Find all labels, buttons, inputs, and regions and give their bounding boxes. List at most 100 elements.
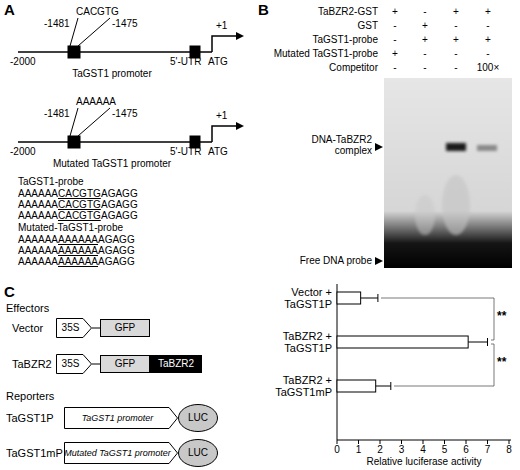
motif-label: CACGTG	[76, 6, 119, 17]
lane-condition: Competitor	[329, 62, 378, 73]
sequence-part: AAAAAA	[18, 234, 58, 245]
box-outline	[101, 320, 150, 337]
x-axis	[337, 440, 511, 441]
construct-name: TaBZR2	[12, 358, 52, 370]
promoter-schematic	[18, 18, 244, 58]
bar-chart	[337, 284, 511, 444]
node-text: LUC	[188, 448, 208, 458]
sequence-part: AAAAAA	[18, 245, 58, 256]
lane-sign: -	[486, 48, 489, 59]
arrow-outline	[65, 443, 178, 464]
arrow-head	[236, 32, 244, 40]
arrow-outline	[57, 355, 92, 374]
significance-bracket	[381, 298, 494, 340]
lane-sign: -	[423, 62, 426, 73]
group-title: Effectors	[6, 302, 49, 314]
bar-label: Vector + TaGST1P	[268, 286, 332, 310]
bar	[337, 292, 361, 304]
promoter-arrow: 35S	[56, 354, 92, 374]
lane-sign: -	[454, 62, 457, 73]
position-label: +1	[216, 20, 227, 31]
probe-title: TaGST1-probe	[18, 176, 84, 187]
y-axis	[337, 284, 338, 440]
lane-sign: -	[454, 20, 457, 31]
lane-sign: +	[392, 48, 398, 59]
construct-title: TaGST1 promoter	[72, 68, 151, 79]
sequence-part: AGAGG	[98, 245, 135, 256]
bar-label: TaBZR2 + TaGST1P	[268, 330, 332, 354]
arrow-outline	[57, 319, 92, 338]
sequence-part: AGAGG	[101, 210, 138, 221]
leader-line	[70, 108, 78, 136]
bar	[337, 380, 376, 392]
sequence-part: AAAAAA	[18, 188, 58, 199]
connector-line	[92, 364, 100, 365]
gel-image	[375, 78, 512, 268]
arrow-head	[236, 122, 244, 130]
band-label: DNA-TaBZR2 complex	[302, 134, 372, 156]
bar	[337, 336, 468, 348]
lane-sign: +	[422, 34, 428, 45]
tick-label: 1	[356, 444, 362, 455]
sequence-part: AGAGG	[101, 199, 138, 210]
lane-sign: +	[485, 6, 491, 17]
panel-letter: C	[4, 284, 15, 301]
arrow-outline	[65, 408, 178, 429]
lane-sign: +	[485, 34, 491, 45]
tick-label: 2	[377, 444, 383, 455]
error-bar	[468, 338, 487, 346]
band-label: Free DNA probe	[300, 255, 372, 266]
panel-letter: B	[258, 2, 269, 19]
node-text: TaBZR2	[158, 359, 194, 369]
lane-sign: -	[393, 20, 396, 31]
gene-box: GFP	[100, 355, 150, 373]
tick-label: 0	[334, 444, 340, 455]
position-label: -1475	[112, 108, 138, 119]
promoter-line	[18, 51, 212, 53]
node-text: GFP	[115, 359, 136, 369]
gel-smear	[415, 195, 435, 235]
significance-bracket	[394, 344, 494, 386]
construct-name: TaGST1mP	[6, 447, 63, 459]
sequence-part: AGAGG	[101, 188, 138, 199]
start-arrow	[212, 36, 238, 52]
region-label: ATG	[208, 146, 228, 157]
gel-smear	[442, 175, 470, 235]
position-label: -1481	[44, 108, 70, 119]
box-outline	[151, 356, 202, 373]
region-label: 5'-UTR	[170, 146, 201, 157]
band-pointer	[375, 143, 383, 151]
promoter-line	[18, 141, 212, 143]
axis-title: Relative luciferase activity	[366, 456, 481, 467]
lane-sign: -	[423, 48, 426, 59]
reporter-ellipse: LUC	[178, 439, 218, 467]
sequence-motif: CACGTG	[58, 199, 101, 210]
node-text: 35S	[62, 359, 80, 369]
reporter-ellipse: LUC	[178, 404, 218, 432]
leader-line	[70, 18, 78, 46]
lane-sign: +	[453, 34, 459, 45]
lane-condition: TaBZR2-GST	[318, 6, 378, 17]
lane-sign: -	[423, 6, 426, 17]
position-label: -1481	[44, 18, 70, 29]
tick-label: 8	[506, 444, 512, 455]
tick-label: 6	[463, 444, 469, 455]
node-text: Mutated TaGST1 promoter	[64, 449, 171, 458]
tick-label: 5	[442, 444, 448, 455]
tick-label: 4	[420, 444, 426, 455]
position-label: -2000	[10, 56, 36, 67]
lane-condition: Mutated TaGST1-probe	[274, 48, 378, 59]
node-text: 35S	[62, 323, 80, 333]
axis-ticks	[337, 440, 509, 444]
error-bar	[361, 294, 378, 302]
lane-sign: 100×	[477, 62, 500, 73]
leader-line	[78, 18, 110, 46]
connector-line	[92, 328, 100, 329]
sequence-motif: CACGTG	[58, 188, 101, 199]
start-arrow	[212, 126, 238, 142]
lane-sign: +	[453, 6, 459, 17]
significance-mark: **	[497, 310, 506, 323]
sequence-motif: CACGTG	[58, 210, 101, 221]
ellipse-outline	[179, 405, 218, 432]
